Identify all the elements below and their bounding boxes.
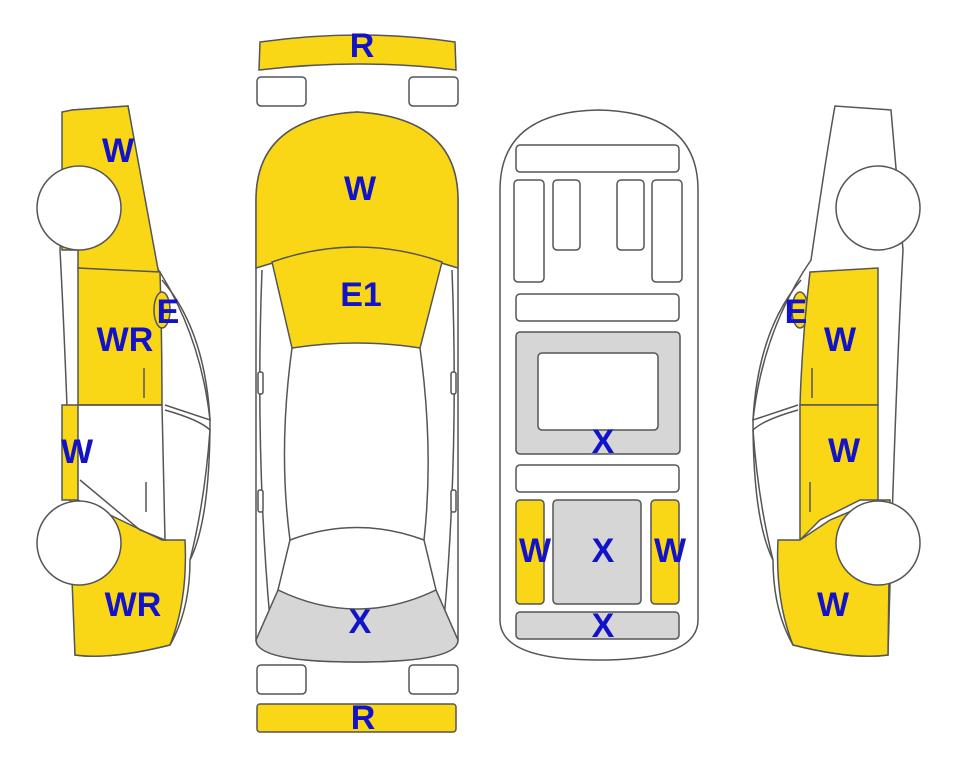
- left-side-view: [36, 105, 211, 657]
- label-left-front-door-edge: E: [157, 293, 180, 331]
- top-view: [255, 34, 459, 733]
- floor-front-bar: [515, 144, 680, 173]
- label-left-rear-wing: WR: [105, 586, 162, 624]
- floor-left-rail-panel: [515, 499, 545, 605]
- front-bumper-panel: [258, 34, 457, 71]
- floor-rear-bar: [515, 464, 680, 493]
- floor-right-rail-panel: [650, 499, 680, 605]
- side-right-line: [443, 269, 455, 621]
- floor-right-long: [651, 179, 683, 283]
- windshield-panel: [271, 246, 443, 349]
- floor-right-short: [616, 179, 645, 251]
- right-side-view: [752, 105, 921, 657]
- left-front-wheel: [36, 165, 122, 251]
- label-windshield: E1: [340, 276, 382, 314]
- door-mark-right: [450, 489, 457, 513]
- left-window-line: [161, 279, 211, 422]
- label-right-front-door: W: [824, 321, 857, 359]
- label-left-front-wing: W: [102, 132, 135, 170]
- front-left-light: [256, 76, 307, 107]
- floor-left-long: [513, 179, 545, 283]
- label-front-bumper: R: [350, 27, 375, 65]
- label-floor-center: X: [592, 423, 615, 461]
- rear-left-light: [256, 664, 307, 695]
- label-floor-rear-panel: X: [592, 607, 615, 645]
- left-roof-line: [164, 409, 211, 561]
- right-front-wheel: [835, 165, 921, 251]
- floor-center-inner: [537, 352, 659, 431]
- trunk-lid-panel: [255, 588, 459, 663]
- label-floor-tunnel: X: [592, 532, 615, 570]
- left-rear-wheel: [36, 500, 122, 586]
- floor-left-short: [552, 179, 581, 251]
- mirror-left: [257, 371, 264, 395]
- label-hood: W: [344, 170, 377, 208]
- underbody-view: [499, 109, 699, 661]
- label-trunk-lid: X: [349, 603, 372, 641]
- door-mark-left: [257, 489, 264, 513]
- front-right-light: [408, 76, 459, 107]
- label-right-door-edge: E: [785, 293, 808, 331]
- right-window-line: [752, 279, 802, 422]
- side-left-line: [259, 269, 271, 621]
- label-right-rear-wing: W: [817, 586, 850, 624]
- floor-tunnel-panel: [552, 499, 642, 605]
- rear-right-light: [408, 664, 459, 695]
- right-roof-line: [752, 409, 799, 561]
- cabin-left-line: [283, 347, 293, 541]
- label-right-rear-door: W: [828, 432, 861, 470]
- right-rear-wheel: [835, 500, 921, 586]
- left-door-edge-panel: [153, 291, 171, 329]
- label-left-front-door: WR: [97, 321, 154, 359]
- label-left-rear-door: W: [61, 433, 94, 471]
- label-floor-left-rail: W: [519, 532, 552, 570]
- left-door-line: [78, 404, 166, 542]
- label-rear-bumper: R: [351, 699, 376, 737]
- floor-rear-panel: [515, 611, 680, 640]
- label-floor-right-rail: W: [654, 532, 687, 570]
- mirror-right: [450, 371, 457, 395]
- floor-mid-bar: [515, 293, 680, 322]
- damage-labels: W E WR W WR R W E1 X R X W X W X E W W W: [61, 27, 861, 737]
- cabin-right-line: [419, 347, 429, 541]
- rear-bumper-panel: [256, 703, 457, 733]
